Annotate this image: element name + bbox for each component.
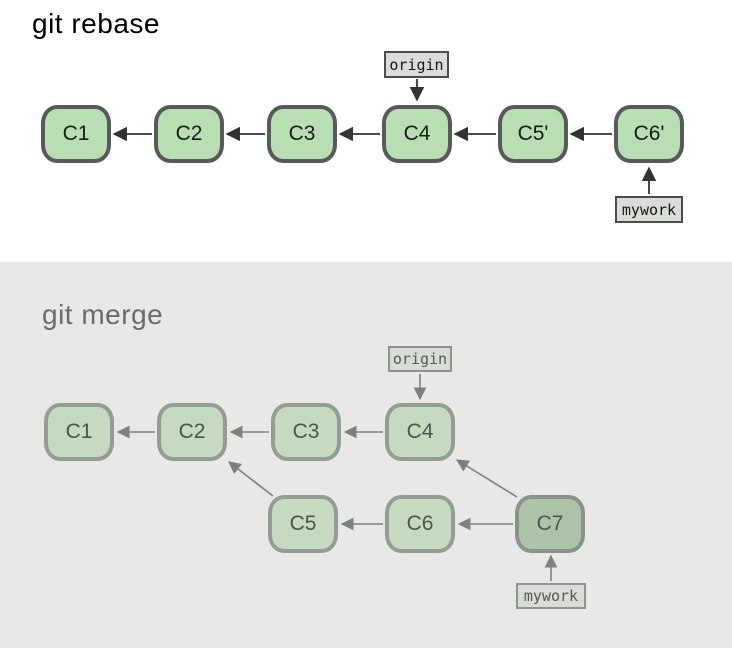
- rebase-origin-ref-label: origin: [384, 51, 449, 78]
- merge-mywork-ref-label: mywork: [516, 583, 586, 609]
- rebase-commit-c6-prime: C6': [614, 105, 684, 163]
- rebase-commit-c3: C3: [267, 105, 337, 163]
- merge-commit-c2: C2: [157, 403, 227, 461]
- rebase-commit-c1: C1: [41, 105, 111, 163]
- merge-title: git merge: [42, 299, 164, 330]
- merge-commit-c5: C5: [268, 495, 338, 553]
- merge-commit-c1: C1: [44, 403, 114, 461]
- merge-commit-c4: C4: [385, 403, 455, 461]
- merge-commit-c7-merge-head: C7: [515, 495, 585, 553]
- merge-commit-c3: C3: [271, 403, 341, 461]
- merge-panel-background: [0, 262, 732, 648]
- merge-origin-ref-label: origin: [388, 346, 452, 372]
- rebase-mywork-ref-label: mywork: [615, 196, 683, 223]
- rebase-commit-c4: C4: [382, 105, 452, 163]
- rebase-commit-c2: C2: [154, 105, 224, 163]
- merge-commit-c6: C6: [385, 495, 455, 553]
- rebase-commit-c5-prime: C5': [498, 105, 568, 163]
- rebase-title: git rebase: [32, 8, 160, 39]
